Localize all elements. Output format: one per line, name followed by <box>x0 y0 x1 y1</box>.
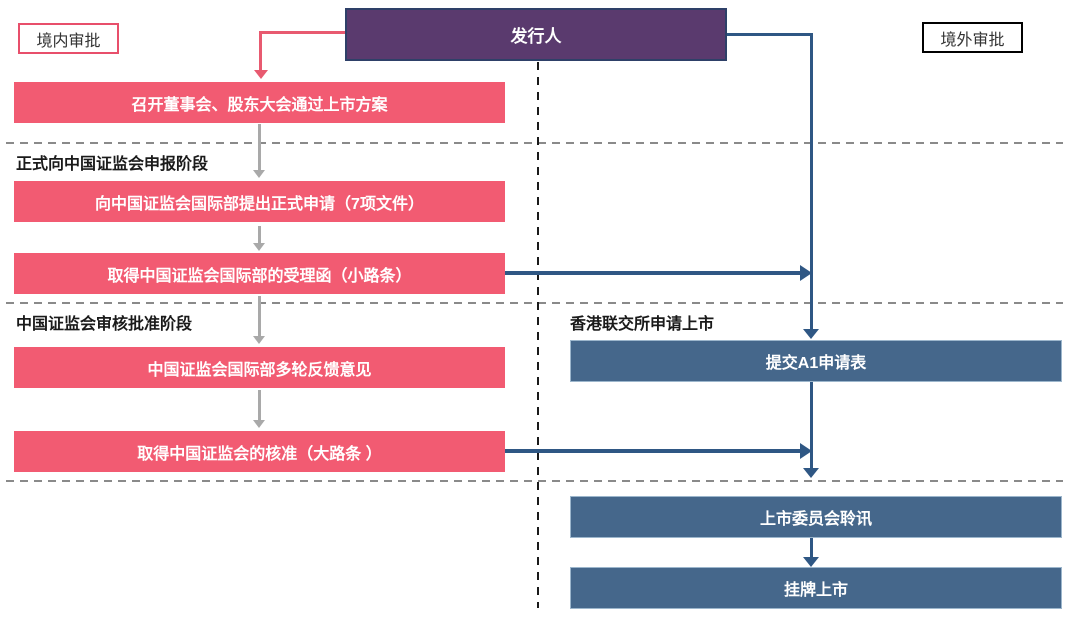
connector-issuer-to-hkex-horizontal <box>727 33 813 36</box>
stage-csrc-filing-title: 正式向中国证监会申报阶段 <box>16 156 209 173</box>
step-formal-application: 向中国证监会国际部提出正式申请（7项文件） <box>14 181 505 222</box>
step-feedback-rounds: 中国证监会国际部多轮反馈意见 <box>14 347 505 388</box>
step-board-shareholder-meeting: 召开董事会、股东大会通过上市方案 <box>14 82 505 123</box>
arrowhead-hearing-to-listing <box>803 557 819 567</box>
overseas-approval-tag: 境外审批 <box>922 22 1023 53</box>
arrowhead-into-a1-box <box>803 329 819 339</box>
connector-step2-to-step3 <box>258 226 261 243</box>
stage-csrc-review-title: 中国证监会审核批准阶段 <box>16 316 193 333</box>
stage-divider-3 <box>6 480 1063 482</box>
arrowhead-csrc-approval-to-hkex <box>800 443 812 459</box>
arrowhead-step3-to-step4 <box>253 336 265 344</box>
step-listing: 挂牌上市 <box>570 567 1062 609</box>
step-csrc-approval: 取得中国证监会的核准（大路条 ） <box>14 431 505 472</box>
arrowhead-issuer-to-board <box>254 70 268 79</box>
arrowhead-step2-to-step3 <box>253 243 265 251</box>
issuer-box: 发行人 <box>345 8 727 61</box>
connector-issuer-to-board-vertical <box>259 31 262 71</box>
step-a1-submission: 提交A1申请表 <box>570 340 1062 382</box>
step-acceptance-letter: 取得中国证监会国际部的受理函（小路条） <box>14 253 505 294</box>
arrowhead-a1-to-hearing <box>803 468 819 478</box>
arrowhead-step4-to-step5 <box>253 420 265 428</box>
step-listing-committee-hearing: 上市委员会聆讯 <box>570 496 1062 538</box>
connector-step4-to-step5 <box>258 390 261 420</box>
domestic-approval-tag: 境内审批 <box>18 23 119 54</box>
arrowhead-step1-to-step2 <box>253 170 265 178</box>
connector-hearing-to-listing <box>810 538 813 558</box>
connector-issuer-to-board-horizontal <box>259 31 347 34</box>
domestic-overseas-divider <box>537 62 539 608</box>
connector-acceptance-letter-to-hkex <box>505 271 802 275</box>
connector-a1-to-hearing <box>810 382 813 469</box>
connector-issuer-to-hkex-vertical <box>810 33 813 330</box>
connector-step3-to-step4 <box>258 296 261 336</box>
arrowhead-acceptance-letter-to-hkex <box>800 265 812 281</box>
connector-csrc-approval-to-hkex <box>505 449 802 453</box>
stage-hkex-application-title: 香港联交所申请上市 <box>570 316 715 333</box>
stage-divider-2 <box>6 302 1063 304</box>
connector-step1-to-step2 <box>258 124 261 170</box>
stage-divider-1 <box>6 142 1063 144</box>
